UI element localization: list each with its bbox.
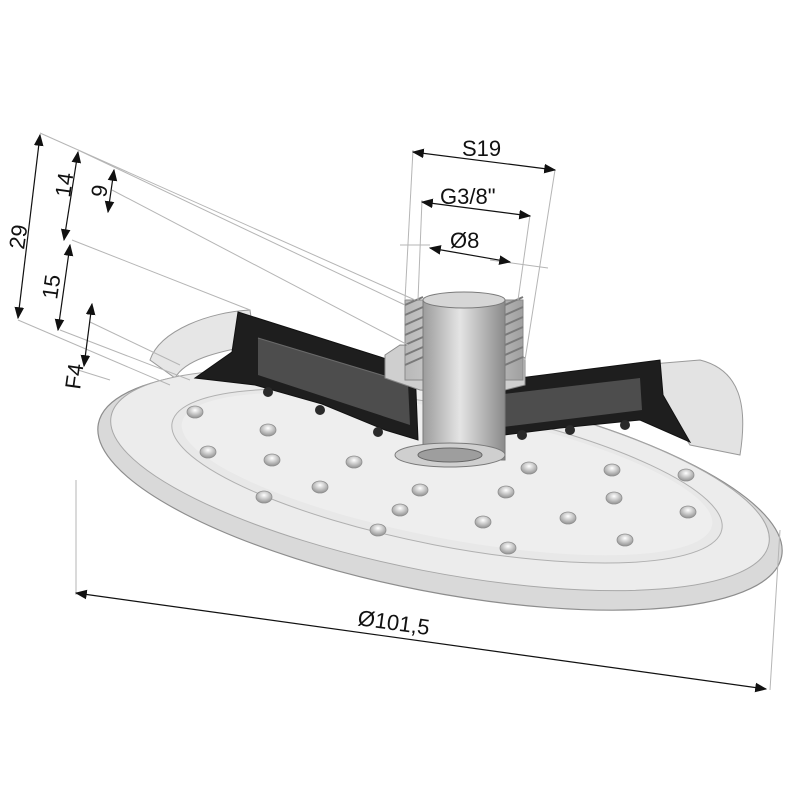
friction-stud bbox=[411, 483, 429, 497]
section-left-wing bbox=[193, 311, 419, 441]
friction-stud bbox=[499, 541, 517, 555]
friction-stud bbox=[679, 505, 697, 519]
dim-f4-label: F4 bbox=[60, 362, 88, 391]
friction-studs bbox=[186, 405, 697, 555]
cup-back-rim bbox=[149, 309, 744, 456]
dim-9-label: 9 bbox=[86, 183, 112, 199]
dim-bore-label: Ø8 bbox=[450, 228, 479, 253]
section-studs bbox=[263, 387, 630, 440]
friction-stud bbox=[345, 455, 363, 469]
friction-stud bbox=[311, 480, 329, 494]
friction-stud bbox=[520, 461, 538, 475]
dim-bore-line bbox=[428, 245, 512, 265]
friction-stud bbox=[259, 423, 277, 437]
threaded-fitting bbox=[384, 291, 526, 468]
dim-thread-line bbox=[420, 198, 532, 220]
friction-stud bbox=[677, 468, 695, 482]
friction-stud bbox=[616, 533, 634, 547]
dim-29-label: 29 bbox=[4, 223, 32, 251]
friction-stud bbox=[497, 485, 515, 499]
dim-s19-line bbox=[411, 148, 557, 174]
dim-diameter-label: Ø101,5 bbox=[356, 605, 431, 640]
dim-14-line bbox=[60, 150, 82, 242]
friction-stud bbox=[369, 523, 387, 537]
section-right-wing bbox=[487, 359, 692, 444]
dim-thread-label: G3/8" bbox=[440, 184, 496, 209]
dim-15-label: 15 bbox=[37, 273, 65, 301]
dim-s19-label: S19 bbox=[462, 136, 501, 161]
dim-f4-line bbox=[80, 302, 96, 368]
dim-9-line bbox=[104, 168, 118, 214]
dim-14-label: 14 bbox=[50, 171, 78, 199]
friction-stud bbox=[199, 445, 217, 459]
friction-stud bbox=[263, 453, 281, 467]
friction-stud bbox=[474, 515, 492, 529]
friction-stud bbox=[186, 405, 204, 419]
dim-diameter-line bbox=[74, 589, 768, 693]
dim-29-line bbox=[14, 133, 44, 320]
friction-stud bbox=[391, 503, 409, 517]
dim-15-line bbox=[54, 243, 74, 332]
dimension-lines bbox=[14, 133, 768, 693]
extension-lines bbox=[17, 132, 781, 691]
friction-stud bbox=[559, 511, 577, 525]
friction-stud bbox=[603, 463, 621, 477]
friction-stud bbox=[255, 490, 273, 504]
friction-stud bbox=[605, 491, 623, 505]
